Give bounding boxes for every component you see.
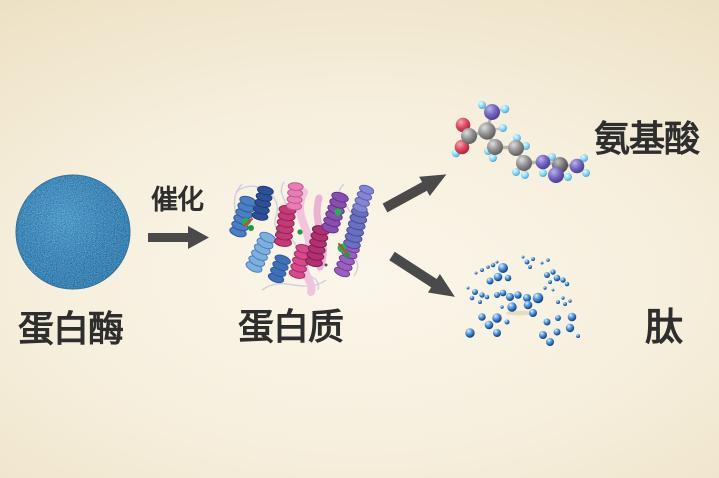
- amino-acid-molecule-icon: [451, 101, 590, 183]
- catalyze-arrow-icon: [148, 226, 209, 249]
- peptide-spheres-icon: [465, 255, 580, 346]
- catalyze-label: 催化: [151, 185, 204, 215]
- protein-ribbon-icon: [229, 181, 374, 296]
- protein-label: 蛋白质: [238, 306, 344, 347]
- ligand-green-dots: [242, 208, 350, 258]
- amino-acid-label: 氨基酸: [594, 118, 700, 159]
- to-peptide-arrow-icon: [389, 251, 455, 297]
- enzyme-sphere-icon: [15, 174, 131, 290]
- enzyme-label: 蛋白酶: [18, 308, 124, 349]
- peptide-label: 肽: [645, 307, 683, 349]
- to-amino-acid-arrow-icon: [382, 174, 447, 213]
